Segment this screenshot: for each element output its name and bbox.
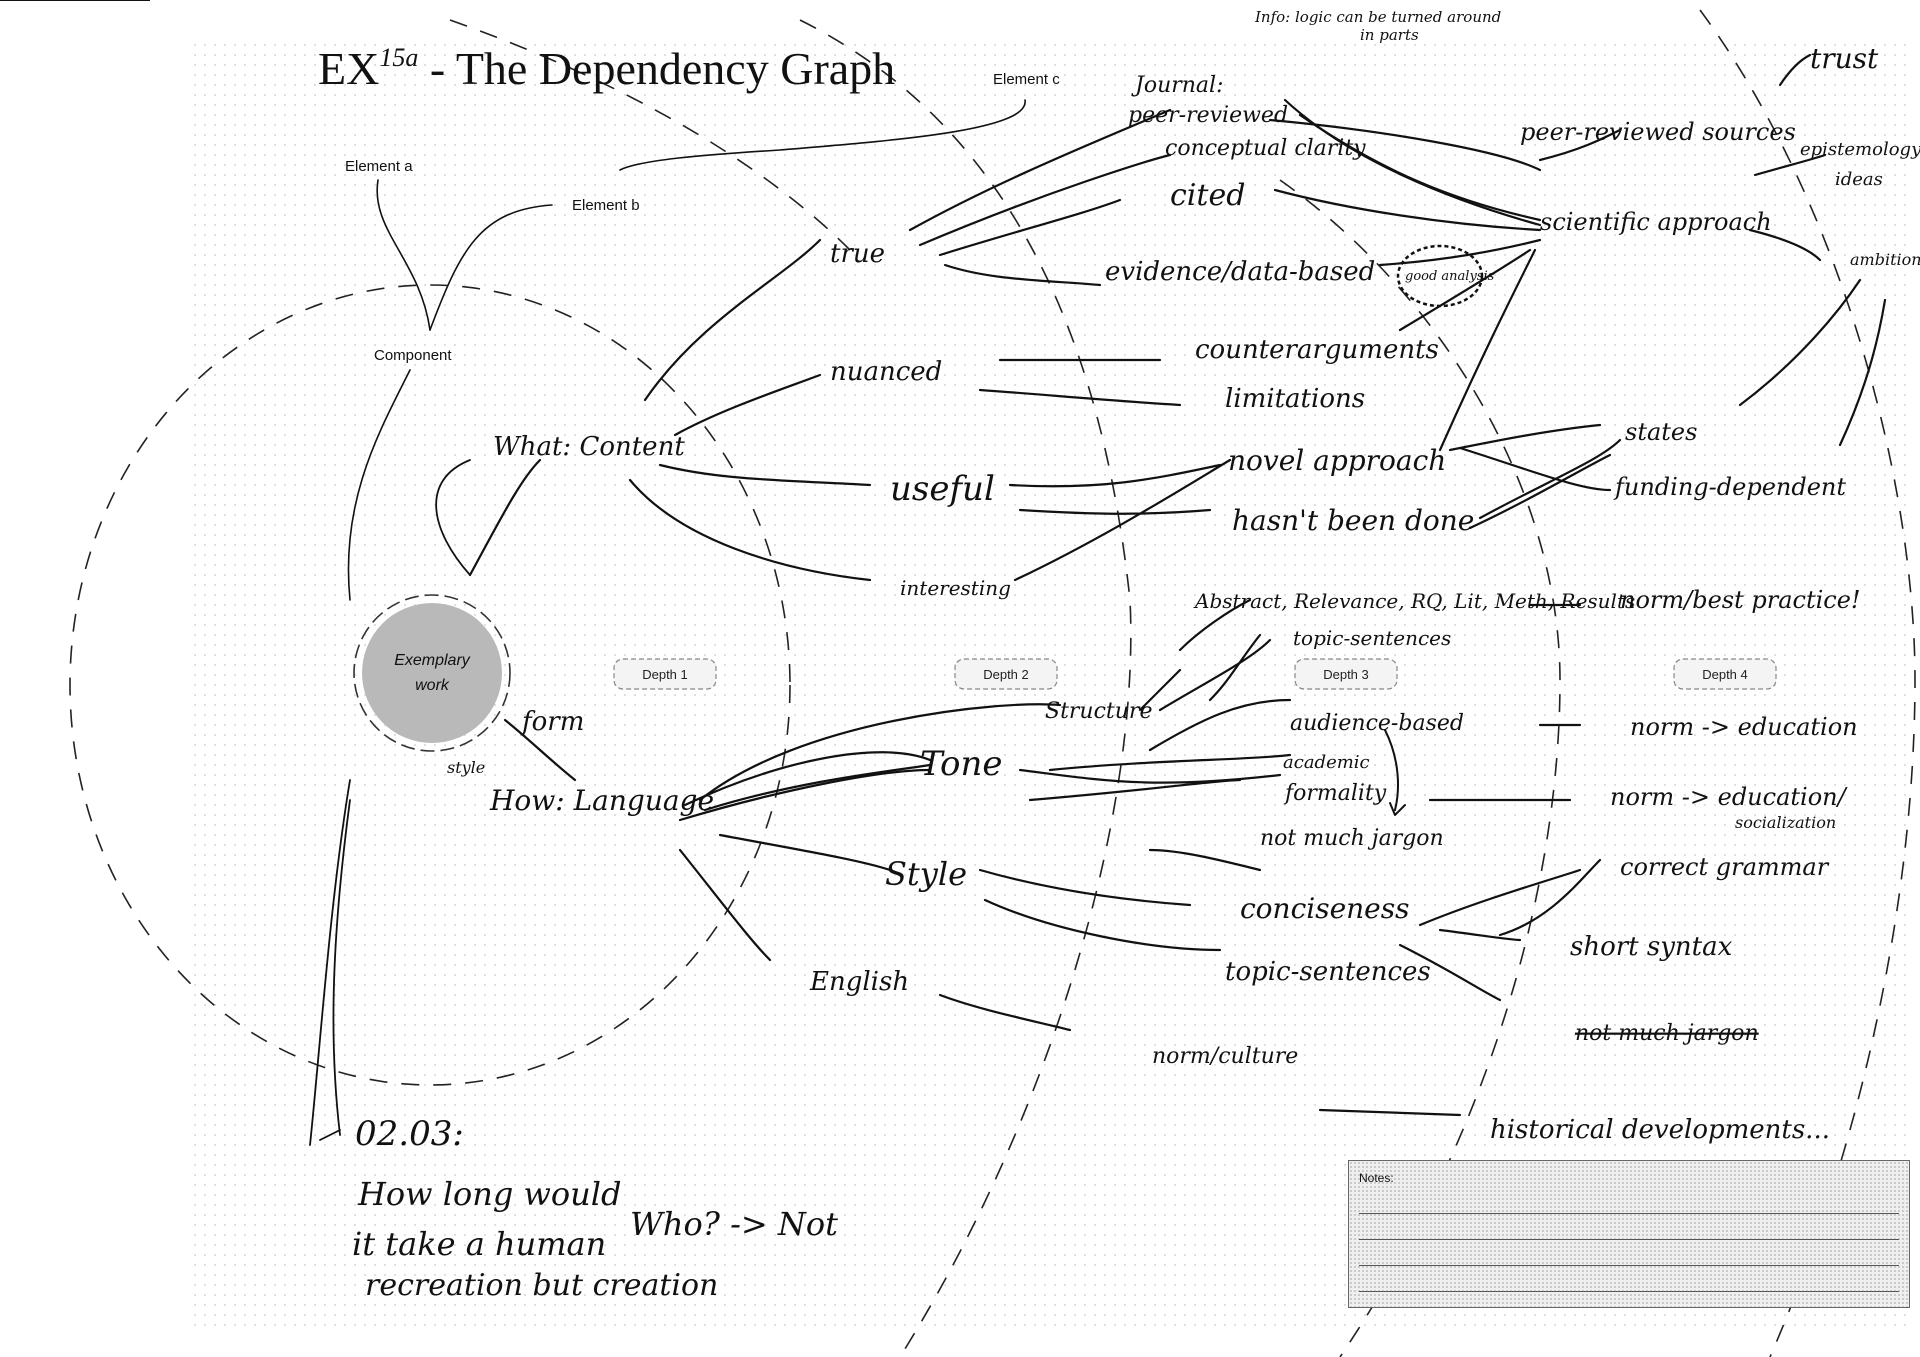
- language-d2-conciseness: conciseness: [1240, 892, 1410, 925]
- language-d2-topic-sentences-a: topic-sentences: [1293, 626, 1451, 650]
- legend-component: Component: [374, 347, 452, 364]
- language-d1-english: English: [809, 967, 909, 997]
- content-d1-nuanced: nuanced: [830, 357, 942, 387]
- center-label-line1: Exemplary: [394, 652, 471, 669]
- formality-bracket: [1384, 729, 1406, 816]
- depth-2-pill: Depth 2: [954, 658, 1058, 690]
- good-analysis-circle: [1396, 244, 1484, 308]
- depth-arcs: [69, 9, 1916, 1357]
- top-note-line1: Info: logic can be turned around: [1254, 8, 1501, 26]
- bottom-note-line1: How long would: [357, 1175, 621, 1213]
- language-d2-abstract-list: Abstract, Relevance, RQ, Lit, Meth, Resu…: [1193, 589, 1635, 613]
- language-d3-norm-education: norm -> education: [1630, 713, 1858, 741]
- content-d2-novel-approach: novel approach: [1228, 444, 1446, 477]
- notes-box[interactable]: Notes:: [1348, 1160, 1910, 1308]
- depth-4-pill: Depth 4: [1673, 658, 1777, 690]
- bottom-note-line3: recreation but creation: [365, 1268, 718, 1303]
- svg-text:Depth 2: Depth 2: [983, 667, 1029, 682]
- content-d4-trust: trust: [1810, 42, 1879, 75]
- language-d3-short-syntax: short syntax: [1570, 932, 1733, 962]
- notes-rule-2: [1359, 1239, 1899, 1240]
- content-d2-hasnt-been-done: hasn't been done: [1232, 504, 1474, 537]
- legend-element-c: Element c: [993, 71, 1060, 88]
- language-d2-topic-sentences-b: topic-sentences: [1225, 957, 1431, 987]
- language-d2-formality: formality: [1283, 781, 1387, 806]
- language-d2-norm-culture: norm/culture: [1152, 1044, 1298, 1069]
- content-d3-scientific-approach: scientific approach: [1540, 208, 1772, 236]
- center-node: [362, 603, 502, 743]
- content-d2-peer-reviewed: peer-reviewed: [1128, 103, 1288, 128]
- language-d3-not-much-jargon: not much jargon: [1575, 1021, 1759, 1046]
- center-node-outer: [353, 594, 511, 752]
- notes-label: Notes:: [1359, 1171, 1394, 1185]
- language-d1-structure: Structure: [1045, 699, 1152, 724]
- page-title: EX15a - The Dependency Graph: [318, 43, 895, 94]
- language-form: form: [520, 707, 584, 737]
- bottom-note-who: Who? -> Not: [630, 1205, 838, 1243]
- language-d2-academic: academic: [1283, 752, 1370, 773]
- language-d3-correct-grammar: correct grammar: [1620, 853, 1830, 881]
- depth-3-pill: Depth 3: [1294, 658, 1398, 690]
- center-label-line2: work: [415, 677, 450, 694]
- language-d2-not-much-jargon: not much jargon: [1260, 826, 1444, 851]
- legend-curves: [347, 99, 1026, 601]
- content-d2-limitations: limitations: [1225, 384, 1365, 414]
- legend-element-a: Element a: [345, 158, 413, 175]
- content-d3-funding-dependent: funding-dependent: [1613, 473, 1846, 501]
- top-note-line2: in parts: [1360, 26, 1419, 44]
- legend-element-b: Element b: [572, 197, 640, 214]
- bottom-note-date: 02.03:: [355, 1114, 464, 1154]
- svg-text:Depth 1: Depth 1: [642, 667, 688, 682]
- bottom-note-line2: it take a human: [352, 1225, 606, 1263]
- content-d1-interesting: interesting: [900, 576, 1011, 600]
- depth-1-pill: Depth 1: [613, 658, 717, 690]
- content-good-analysis: good analysis: [1405, 269, 1495, 284]
- content-d4-ambitions: ambitions: [1850, 250, 1920, 269]
- notes-rule-4: [1359, 1291, 1899, 1292]
- connector-lines: [309, 53, 1887, 1146]
- content-d4-ideas: ideas: [1835, 169, 1883, 190]
- content-d1-useful: useful: [890, 469, 995, 509]
- content-root: What: Content: [493, 432, 685, 462]
- content-d3-states: states: [1625, 418, 1697, 446]
- language-d1-tone: Tone: [920, 744, 1003, 784]
- svg-text:Depth 4: Depth 4: [1702, 667, 1748, 682]
- content-d2-evidence: evidence/data-based: [1105, 257, 1375, 287]
- language-d2-audience-based: audience-based: [1290, 711, 1464, 736]
- content-d1-true: true: [830, 239, 885, 269]
- notes-rule-1: [1359, 1213, 1899, 1214]
- content-d2-conceptual-clarity: conceptual clarity: [1165, 136, 1366, 161]
- language-d3-norm-best-practice: norm/best practice!: [1620, 586, 1861, 614]
- content-d4-epistemology: epistemology: [1800, 139, 1920, 160]
- content-d2-counterarguments: counterarguments: [1195, 335, 1439, 365]
- content-d2-cited: cited: [1170, 178, 1245, 213]
- language-d3-norm-education-socialization: norm -> education/: [1610, 783, 1849, 811]
- language-d3-socialization: socialization: [1735, 813, 1836, 832]
- language-d1-style: Style: [885, 855, 967, 893]
- content-d3-peer-reviewed-sources: peer-reviewed sources: [1520, 118, 1796, 146]
- language-d3-historical-developments: historical developments...: [1490, 1115, 1830, 1145]
- svg-text:Depth 3: Depth 3: [1323, 667, 1369, 682]
- language-root: How: Language: [489, 784, 714, 817]
- corner-rule: [0, 0, 150, 1]
- content-d2-journal: Journal:: [1131, 73, 1223, 98]
- language-scribble: style: [447, 758, 485, 777]
- notes-rule-3: [1359, 1265, 1899, 1266]
